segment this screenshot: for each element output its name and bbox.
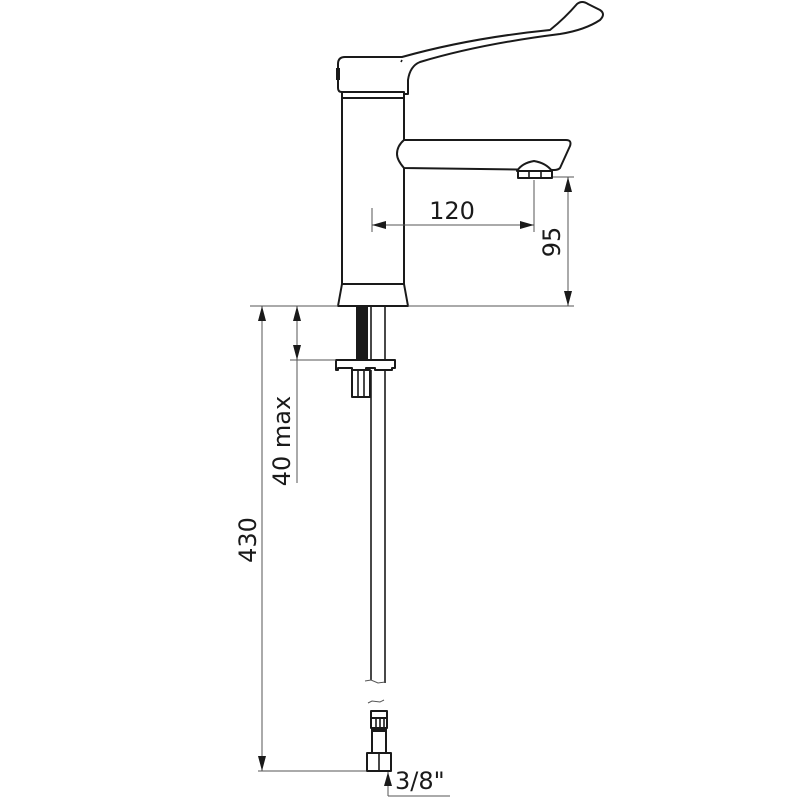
- mounting-stud: [356, 307, 386, 360]
- aerator: [517, 170, 553, 179]
- handle-button-icon: [336, 68, 340, 80]
- spout: [396, 139, 572, 179]
- dimension-deck-thickness: 40 max: [250, 305, 338, 486]
- deck-thickness-label: 40 max: [268, 396, 296, 486]
- faucet-base: [337, 283, 409, 307]
- dimension-spout-reach: 120: [371, 180, 535, 232]
- flex-hose: [364, 370, 386, 704]
- hose-connector: [366, 710, 392, 772]
- dimension-spout-height: 95: [408, 176, 574, 307]
- fixing-plate: [335, 359, 396, 398]
- dimension-flex-length: 430: [234, 306, 366, 772]
- spout-height-label: 95: [538, 227, 566, 258]
- lever-handle: [336, 1, 604, 95]
- faucet-body: [341, 97, 405, 285]
- connection-thread-label: 3/8": [395, 767, 445, 795]
- flex-length-label: 430: [234, 517, 262, 563]
- spout-reach-label: 120: [429, 197, 475, 225]
- dimension-connection-thread: 3/8": [384, 767, 450, 797]
